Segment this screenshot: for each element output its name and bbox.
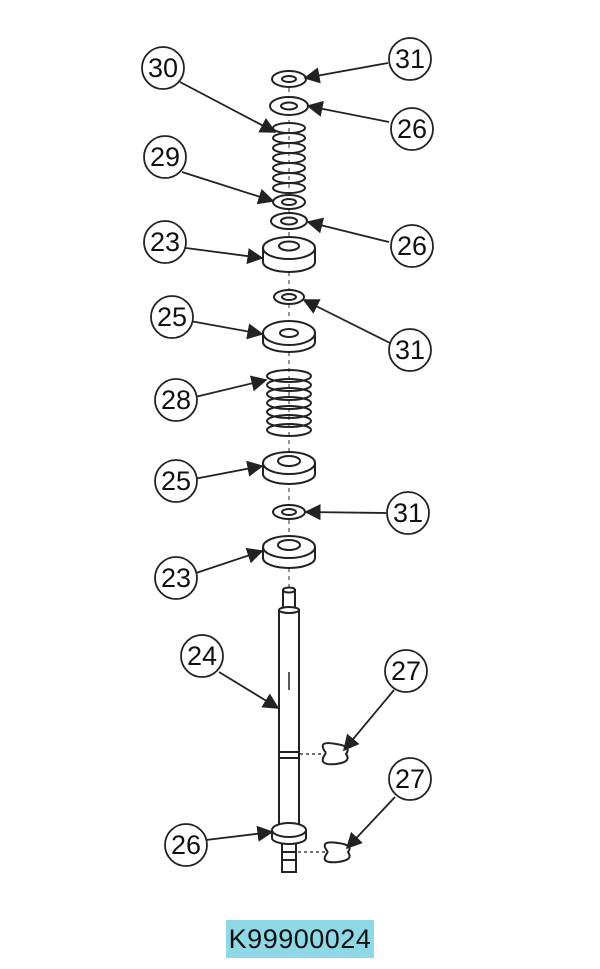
- leader-26-top: [306, 100, 390, 123]
- leader-23-top: [185, 247, 264, 265]
- callout-28: 28: [154, 378, 198, 422]
- svg-text:31: 31: [395, 335, 425, 365]
- leader-25-top: [189, 320, 264, 340]
- svg-text:25: 25: [161, 466, 191, 496]
- leader-27-lower: [345, 796, 396, 850]
- callout-27-upper: 27: [384, 649, 428, 693]
- washer-26-bottom: [271, 822, 307, 845]
- leader-31-bottom: [304, 504, 387, 521]
- washer-26-middle: [270, 212, 308, 230]
- svg-text:26: 26: [397, 114, 427, 144]
- washer-31-top: [271, 70, 307, 88]
- svg-text:24: 24: [187, 641, 217, 671]
- svg-text:27: 27: [395, 764, 425, 794]
- callout-23-top: 23: [143, 220, 187, 264]
- cup-25-bottom: [262, 451, 316, 485]
- callout-26-middle: 26: [390, 224, 434, 268]
- leader-31-middle: [302, 299, 391, 344]
- spring-30: [272, 122, 306, 194]
- leader-31-top: [303, 62, 389, 84]
- svg-text:23: 23: [150, 227, 180, 257]
- svg-text:25: 25: [157, 302, 187, 332]
- leader-26-bottom: [205, 825, 274, 842]
- callout-31-middle: 31: [388, 328, 432, 372]
- callout-26-bottom: 26: [164, 823, 208, 867]
- washer-29: [272, 194, 306, 210]
- svg-text:31: 31: [393, 498, 423, 528]
- e-clip-27-upper: [300, 742, 349, 766]
- leader-27-upper: [342, 689, 395, 752]
- leader-23-bottom: [195, 547, 264, 574]
- svg-text:29: 29: [150, 142, 180, 172]
- svg-text:26: 26: [397, 231, 427, 261]
- svg-text:27: 27: [391, 656, 421, 686]
- callout-31-top: 31: [388, 37, 432, 81]
- washer-31-bottom: [272, 504, 306, 520]
- callout-26-top: 26: [390, 107, 434, 151]
- svg-text:23: 23: [161, 563, 191, 593]
- washer-26-top: [269, 96, 309, 116]
- svg-text:30: 30: [148, 53, 178, 83]
- leader-30: [179, 81, 277, 133]
- e-clip-27-lower: [298, 841, 351, 864]
- washer-31-middle: [273, 289, 305, 305]
- callout-30: 30: [141, 46, 185, 90]
- leader-28: [194, 375, 268, 398]
- callout-23-bottom: 23: [154, 556, 198, 600]
- leader-26-middle: [306, 217, 390, 243]
- callout-31-bottom: 31: [386, 491, 430, 535]
- leader-29: [181, 171, 275, 205]
- cup-25-top: [262, 320, 316, 353]
- callout-25-bottom: 25: [154, 459, 198, 503]
- leader-24: [218, 671, 280, 709]
- svg-text:26: 26: [171, 830, 201, 860]
- leader-25-bottom: [193, 460, 264, 480]
- cup-23-bottom: [262, 535, 316, 569]
- shaft-24: [278, 586, 300, 873]
- part-code-label: K99900024: [226, 920, 374, 958]
- callout-25-top: 25: [150, 295, 194, 339]
- callout-27-lower: 27: [388, 757, 432, 801]
- callout-24: 24: [180, 634, 224, 678]
- callout-29: 29: [143, 135, 187, 179]
- svg-text:31: 31: [395, 44, 425, 74]
- cup-23-top: [262, 236, 316, 273]
- svg-text:28: 28: [161, 385, 191, 415]
